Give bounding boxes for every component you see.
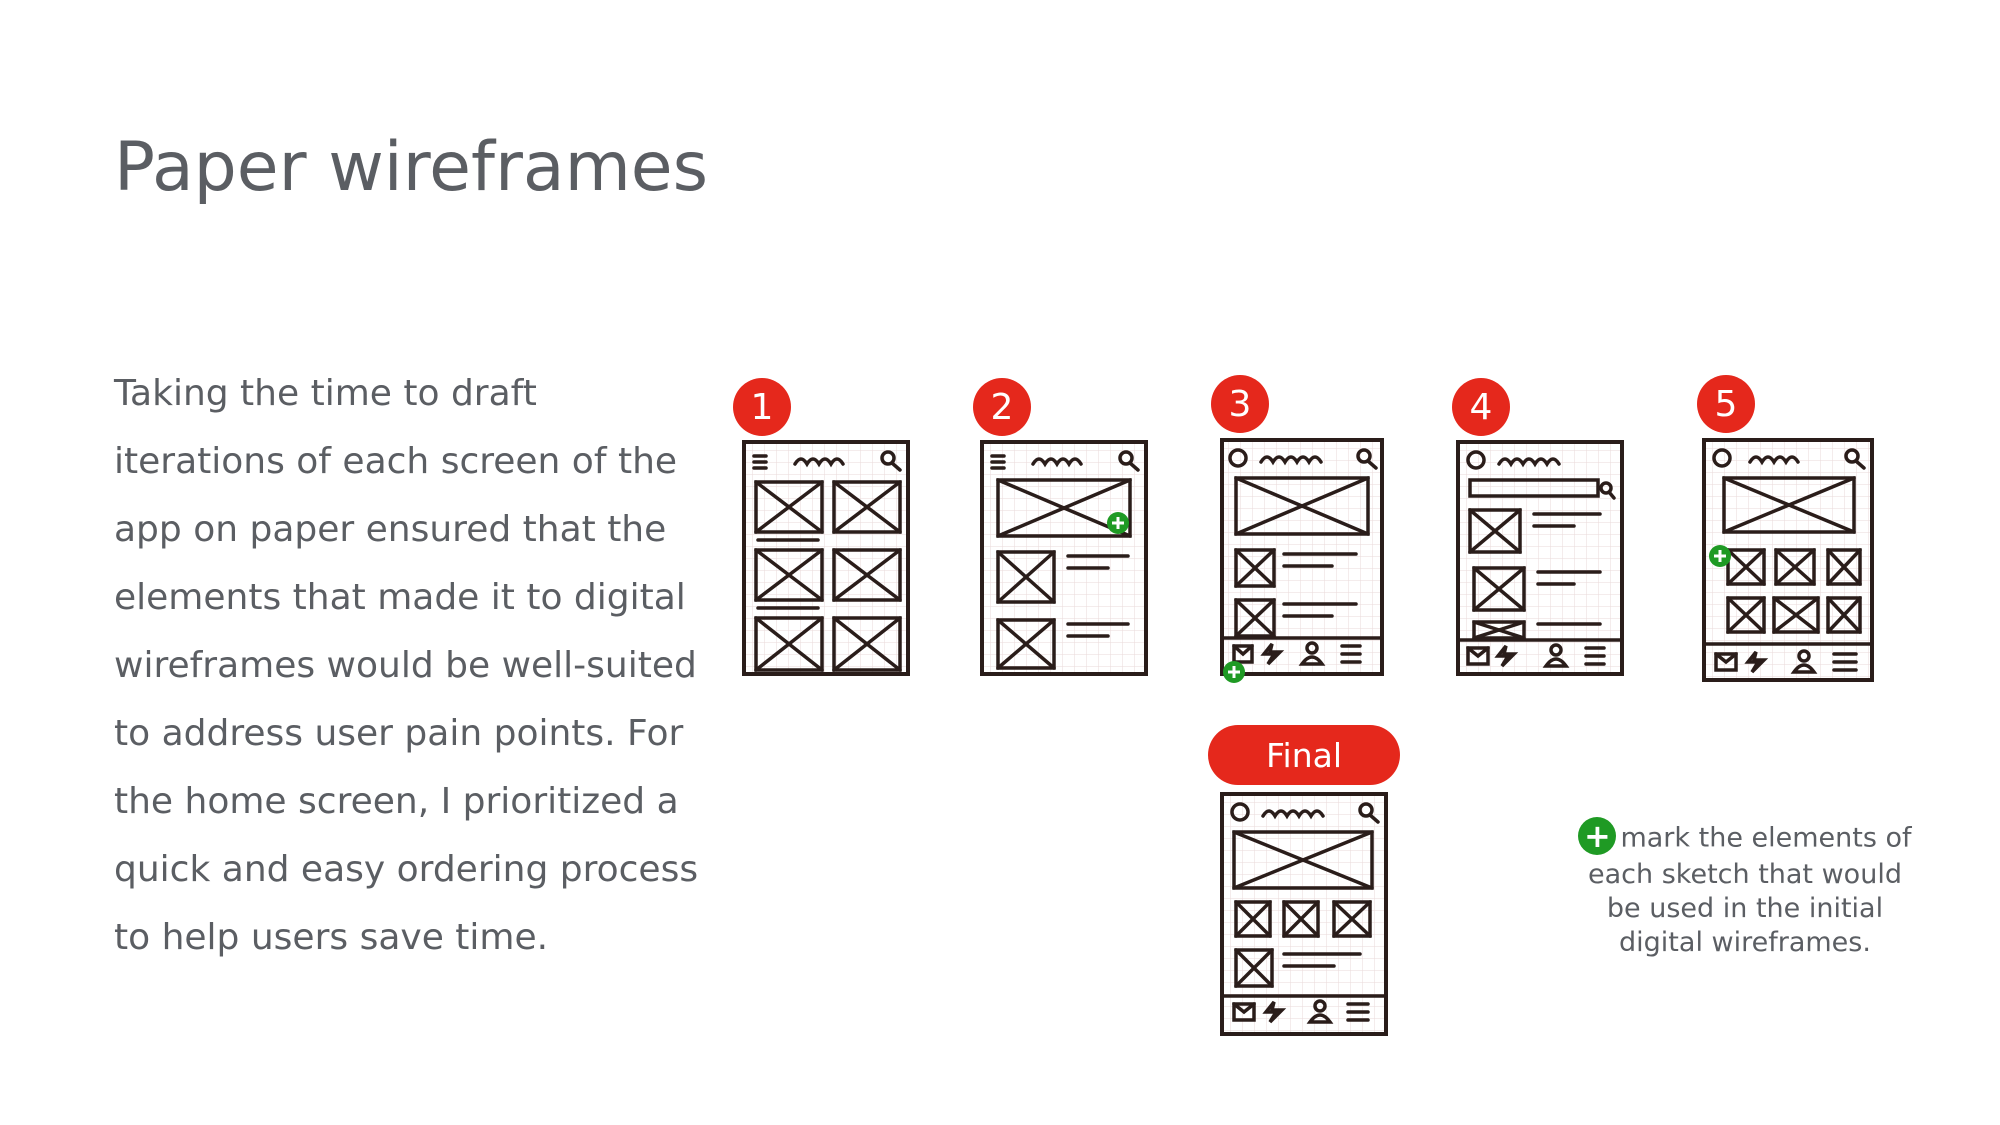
sketch-badge-1: 1 [733, 378, 791, 436]
legend-text: mark the elements of [1620, 822, 1912, 854]
description-line: app on paper ensured that the [114, 509, 667, 550]
wireframe-sketch-final [1220, 792, 1388, 1036]
description-line: quick and easy ordering process [114, 849, 699, 890]
legend-line: digital wireframes. [1619, 927, 1871, 958]
description-line: to address user pain points. For [114, 713, 684, 754]
final-badge: Final [1208, 725, 1400, 785]
plus-marker-icon: + [1578, 817, 1617, 855]
legend-note: +mark the elements of each sketch that w… [1570, 817, 1920, 960]
wireframe-sketch-3 [1220, 438, 1384, 683]
description-line: wireframes would be well-suited [114, 645, 697, 686]
description-line: to help users save time. [114, 917, 549, 958]
description-line: iterations of each screen of the [114, 441, 678, 482]
wireframe-sketch-1 [742, 440, 910, 676]
sketch-badge-3: 3 [1211, 375, 1269, 433]
wireframe-sketch-5 [1702, 438, 1874, 682]
wireframe-sketch-2 [980, 440, 1148, 676]
description-line: elements that made it to digital [114, 577, 686, 618]
sketch-badge-2: 2 [973, 378, 1031, 436]
description-paragraph: Taking the time to draft iterations of e… [114, 360, 714, 972]
sketch-badge-5: 5 [1697, 375, 1755, 433]
wireframe-sketch-4 [1456, 440, 1624, 676]
sketch-badge-4: 4 [1452, 378, 1510, 436]
description-line: Taking the time to draft [114, 373, 537, 414]
legend-line: +mark the elements of [1570, 817, 1920, 858]
page-title: Paper wireframes [114, 128, 709, 207]
legend-line: be used in the initial [1606, 893, 1884, 924]
description-line: the home screen, I prioritized a [114, 781, 679, 822]
legend-line: each sketch that would [1588, 859, 1902, 890]
